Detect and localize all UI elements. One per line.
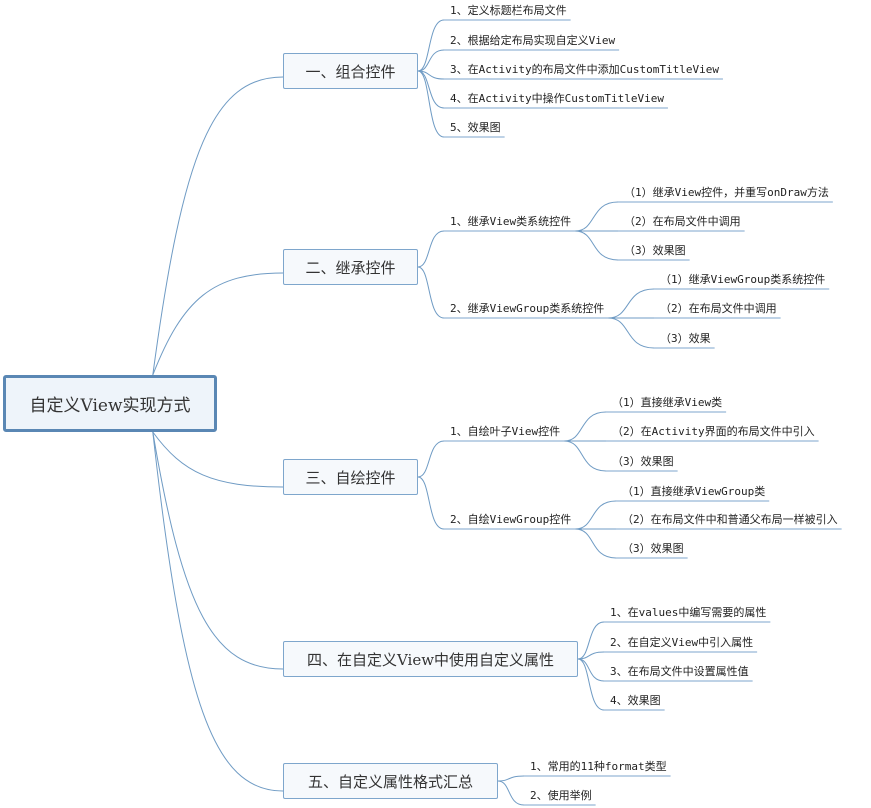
b4-leaf-1[interactable]: 1、在values中编写需要的属性: [610, 606, 767, 619]
branch-3-topic[interactable]: 三、自绘控件: [283, 459, 418, 495]
b5-leaf-2[interactable]: 2、使用举例: [530, 789, 592, 802]
b2-s2-leaf-2[interactable]: （2）在布局文件中调用: [660, 302, 777, 315]
b3-s2-leaf-2[interactable]: （2）在布局文件中和普通父布局一样被引入: [622, 513, 838, 526]
b2-s2-leaf-3[interactable]: （3）效果: [660, 332, 711, 345]
b4-leaf-3[interactable]: 3、在布局文件中设置属性值: [610, 665, 749, 678]
b3-s1-leaf-1[interactable]: （1）直接继承View类: [612, 396, 723, 409]
b2-connector-2: [417, 266, 445, 319]
b3-s1-leaf-3[interactable]: （3）效果图: [612, 455, 674, 468]
b4-leaf-4[interactable]: 4、效果图: [610, 694, 661, 707]
b4-leaf-2[interactable]: 2、在自定义View中引入属性: [610, 636, 754, 649]
b5-connector-1: [497, 775, 525, 782]
b2-connector-1: [417, 230, 445, 268]
b1-leaf-2[interactable]: 2、根据给定布局实现自定义View: [450, 34, 616, 47]
b3-sub-2[interactable]: 2、自绘ViewGroup控件: [450, 513, 572, 526]
b1-connector-4: [417, 70, 445, 109]
b1-connector-5: [417, 70, 445, 138]
b2-s1-leaf-1[interactable]: （1）继承View控件，并重写onDraw方法: [624, 186, 829, 199]
b3-s2-leaf-3[interactable]: （3）效果图: [622, 542, 684, 555]
branch-1-topic[interactable]: 一、组合控件: [283, 53, 418, 89]
b2s2-connector-1: [608, 288, 655, 319]
b4-connector-4: [577, 658, 605, 711]
b3s1-connector-1: [564, 411, 607, 442]
root-connector-2: [152, 272, 284, 376]
b1-leaf-1[interactable]: 1、定义标题栏布局文件: [450, 4, 567, 17]
root-topic[interactable]: 自定义View实现方式: [3, 375, 217, 432]
b1-leaf-3[interactable]: 3、在Activity的布局文件中添加CustomTitleView: [450, 63, 719, 76]
b3s1-connector-3: [564, 440, 607, 472]
b2-sub-1[interactable]: 1、继承View类系统控件: [450, 215, 572, 228]
b2s2-connector-3: [608, 317, 655, 349]
b3-connector-2: [417, 476, 445, 530]
b2-s1-leaf-3[interactable]: （3）效果图: [624, 244, 686, 257]
b2-s2-leaf-1[interactable]: （1）继承ViewGroup类系统控件: [660, 273, 826, 286]
b1-leaf-5[interactable]: 5、效果图: [450, 121, 501, 134]
b2-s1-leaf-2[interactable]: （2）在布局文件中调用: [624, 215, 741, 228]
b2-sub-2[interactable]: 2、继承ViewGroup类系统控件: [450, 302, 605, 315]
b1-leaf-4[interactable]: 4、在Activity中操作CustomTitleView: [450, 92, 664, 105]
root-connector-3: [152, 431, 284, 488]
branch-2-topic[interactable]: 二、继承控件: [283, 249, 418, 285]
b4-connector-1: [577, 621, 605, 660]
root-connector-5: [152, 431, 284, 792]
b4-connector-2: [577, 651, 605, 660]
b3-sub-1[interactable]: 1、自绘叶子View控件: [450, 425, 561, 438]
b2s1-connector-1: [575, 201, 619, 232]
root-connector-1: [152, 76, 284, 376]
b3-s2-leaf-1[interactable]: （1）直接继承ViewGroup类: [622, 485, 766, 498]
b5-leaf-1[interactable]: 1、常用的11种format类型: [530, 760, 667, 773]
b3-connector-1: [417, 440, 445, 478]
b2s1-connector-3: [575, 230, 619, 261]
b1-connector-2: [417, 49, 445, 72]
b1-connector-1: [417, 19, 445, 72]
branch-4-topic[interactable]: 四、在自定义View中使用自定义属性: [283, 641, 578, 677]
b5-connector-2: [497, 780, 525, 806]
branch-5-topic[interactable]: 五、自定义属性格式汇总: [283, 763, 498, 799]
b3s2-connector-3: [575, 528, 617, 559]
root-connector-4: [152, 431, 284, 670]
b3-s1-leaf-2[interactable]: （2）在Activity界面的布局文件中引入: [612, 425, 815, 438]
b3s2-connector-1: [575, 500, 617, 530]
b4-connector-3: [577, 658, 605, 682]
